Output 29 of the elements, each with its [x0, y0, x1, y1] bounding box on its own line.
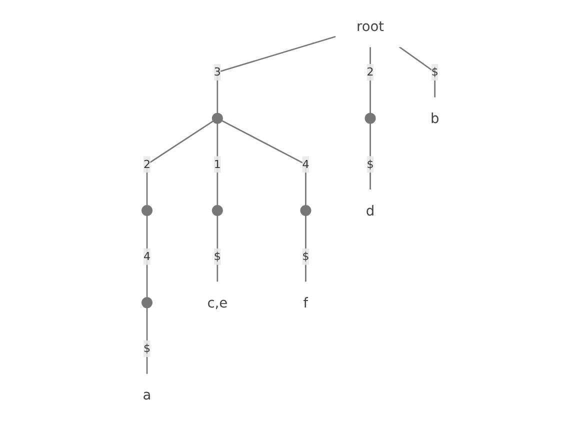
edge-label: $	[302, 250, 310, 263]
edge-label: 2	[144, 158, 151, 171]
edge-label: 4	[302, 158, 310, 171]
connector	[146, 120, 214, 206]
connector	[216, 123, 218, 206]
node-text: root	[356, 18, 384, 34]
node-text: a	[142, 386, 152, 404]
edge-label: $	[144, 342, 151, 355]
edge-label: 2	[366, 65, 374, 78]
node-text: b	[430, 110, 440, 127]
node-text: c,e	[207, 294, 228, 311]
node-text: f	[303, 294, 308, 311]
node-circle	[212, 112, 223, 124]
node-circle	[212, 205, 223, 216]
connector	[216, 36, 336, 114]
edge-label: $	[214, 250, 221, 263]
connector	[222, 120, 306, 206]
edge-label: 4	[144, 250, 151, 263]
connector	[370, 46, 371, 114]
edge-label: $	[431, 65, 438, 78]
node-circle	[142, 297, 153, 308]
node-text: d	[366, 202, 375, 219]
edge-label: $	[366, 158, 374, 171]
node-circle	[142, 205, 153, 216]
edge-label: 1	[214, 158, 221, 171]
edge-label: 3	[214, 65, 221, 78]
node-circle	[364, 112, 376, 124]
node-circle	[300, 205, 312, 216]
connector	[146, 216, 148, 298]
